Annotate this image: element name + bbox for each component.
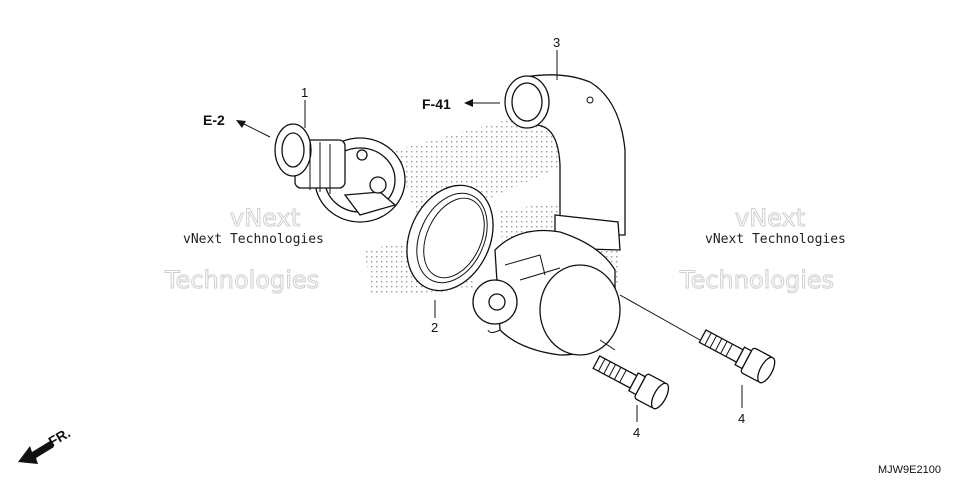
callout-4-right: 4 xyxy=(738,411,745,426)
f41-arrow xyxy=(464,99,500,107)
assembly-lines xyxy=(599,294,701,351)
thermostat-part xyxy=(274,123,406,223)
callout-3: 3 xyxy=(553,35,560,50)
watermark-right-big-1: vNext xyxy=(735,204,805,232)
e2-arrow xyxy=(236,120,271,138)
ref-e2-label[interactable]: E-2 xyxy=(203,112,225,128)
watermark-right-big-2: Technologies xyxy=(679,266,834,294)
leader-lines xyxy=(304,50,743,422)
watermark-left-big-2: Technologies xyxy=(164,266,319,294)
watermark-right-text: vNext Technologies xyxy=(705,232,846,247)
water-pipe-part xyxy=(472,74,626,356)
o-ring-part xyxy=(406,184,494,292)
front-arrow xyxy=(18,441,54,464)
watermark-left: vNext Technologies vNext Technologies xyxy=(164,204,324,295)
ref-f41-label[interactable]: F-41 xyxy=(422,96,451,112)
watermark-left-big-1: vNext xyxy=(230,204,300,232)
callout-4-left: 4 xyxy=(633,425,640,440)
diagram-code: MJW9E2100 xyxy=(878,464,941,476)
bolt-right-part xyxy=(698,329,776,384)
watermark-right: vNext Technologies vNext Technologies xyxy=(679,204,846,295)
callout-1: 1 xyxy=(301,85,308,100)
bolt-left-part xyxy=(592,355,670,410)
watermark-left-text: vNext Technologies xyxy=(183,232,324,247)
callout-2: 2 xyxy=(431,320,438,335)
